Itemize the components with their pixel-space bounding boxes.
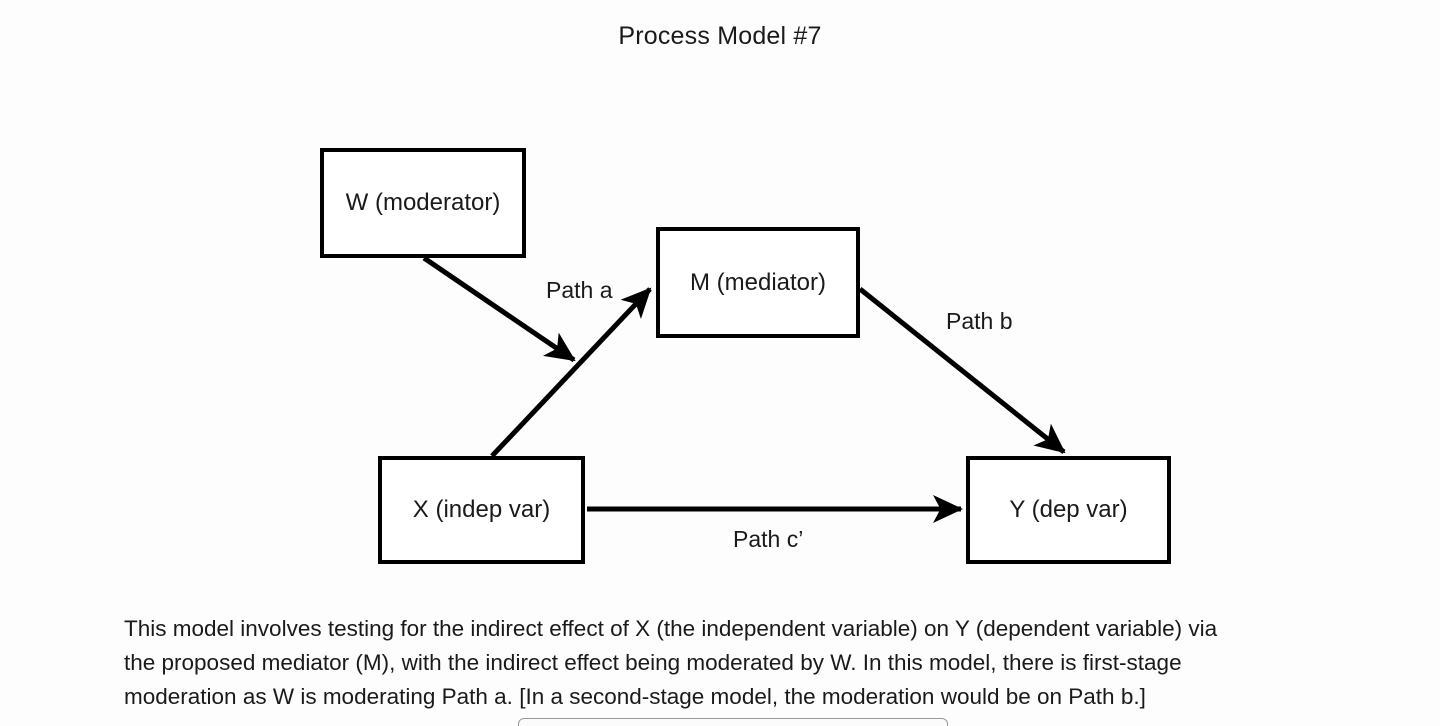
label-path-a: Path a xyxy=(546,277,613,303)
edge-path-a xyxy=(490,287,652,458)
node-x-independent-variable[interactable]: X (indep var) xyxy=(378,456,585,564)
page-title: Process Model #7 xyxy=(618,22,822,50)
node-w-label: W (moderator) xyxy=(345,189,501,216)
caption-line-1: This model involves testing for the indi… xyxy=(124,616,1218,641)
label-path-b: Path b xyxy=(946,308,1013,334)
node-m-mediator[interactable]: M (mediator) xyxy=(656,227,860,338)
caption-line-2: the proposed mediator (M), with the indi… xyxy=(124,650,1182,675)
caption-text: This model involves testing for the indi… xyxy=(124,612,1404,714)
edge-moderation-w-to-path-a xyxy=(422,255,576,363)
edge-path-b xyxy=(858,287,1066,454)
bottom-cutoff-panel[interactable] xyxy=(518,718,948,726)
node-m-label: M (mediator) xyxy=(689,268,827,296)
node-y-dependent-variable[interactable]: Y (dep var) xyxy=(966,456,1171,564)
node-y-label: Y (dep var) xyxy=(1009,496,1128,523)
node-x-label: X (indep var) xyxy=(412,496,551,523)
node-w-moderator[interactable]: W (moderator) xyxy=(320,148,526,258)
label-path-c-prime: Path c’ xyxy=(733,526,804,552)
caption-line-3: moderation as W is moderating Path a. [I… xyxy=(124,684,1146,709)
